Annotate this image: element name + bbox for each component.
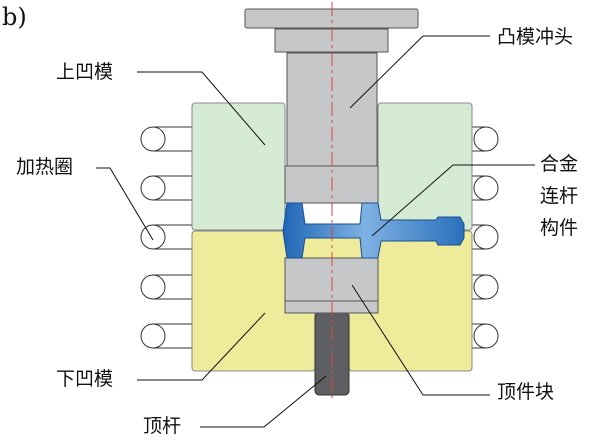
- coil-turn: [473, 175, 499, 201]
- coil-turn: [140, 126, 166, 152]
- coil-turn: [140, 224, 166, 250]
- leader-ejector-block: [351, 284, 490, 396]
- leader-punch: [349, 35, 490, 109]
- upper-die-left: [191, 102, 286, 231]
- label-ejector-rod: 顶杆: [143, 415, 182, 437]
- leader-heating-coil: [96, 167, 154, 241]
- label-part-2: 连杆: [540, 185, 579, 207]
- leader-upper-die: [137, 71, 266, 146]
- coil-turn: [140, 175, 166, 201]
- upper-die-right: [377, 102, 473, 231]
- leader-part: [371, 164, 535, 237]
- coil-turn: [473, 274, 499, 300]
- label-part-3: 构件: [540, 217, 579, 239]
- label-lower-die: 下凹模: [56, 368, 114, 390]
- coil-turn: [473, 323, 499, 349]
- label-upper-die: 上凹模: [56, 61, 114, 83]
- coil-turn: [473, 126, 499, 152]
- label-punch: 凸模冲头: [497, 26, 574, 48]
- label-heating-coil: 加热圈: [16, 156, 74, 178]
- coil-turn: [140, 274, 166, 300]
- heating-coils-left: [140, 126, 192, 349]
- alloy-connecting-rod-part: [282, 202, 465, 259]
- coil-turn: [140, 323, 166, 349]
- heating-coils-right: [472, 126, 499, 349]
- leader-ejector-rod: [200, 375, 327, 428]
- leader-lower-die: [137, 312, 266, 381]
- coil-turn: [473, 224, 499, 250]
- leader-lines: [96, 35, 535, 428]
- label-part-1: 合金: [540, 153, 579, 175]
- label-ejector-block: 顶件块: [497, 381, 555, 403]
- panel-label: b): [2, 3, 27, 31]
